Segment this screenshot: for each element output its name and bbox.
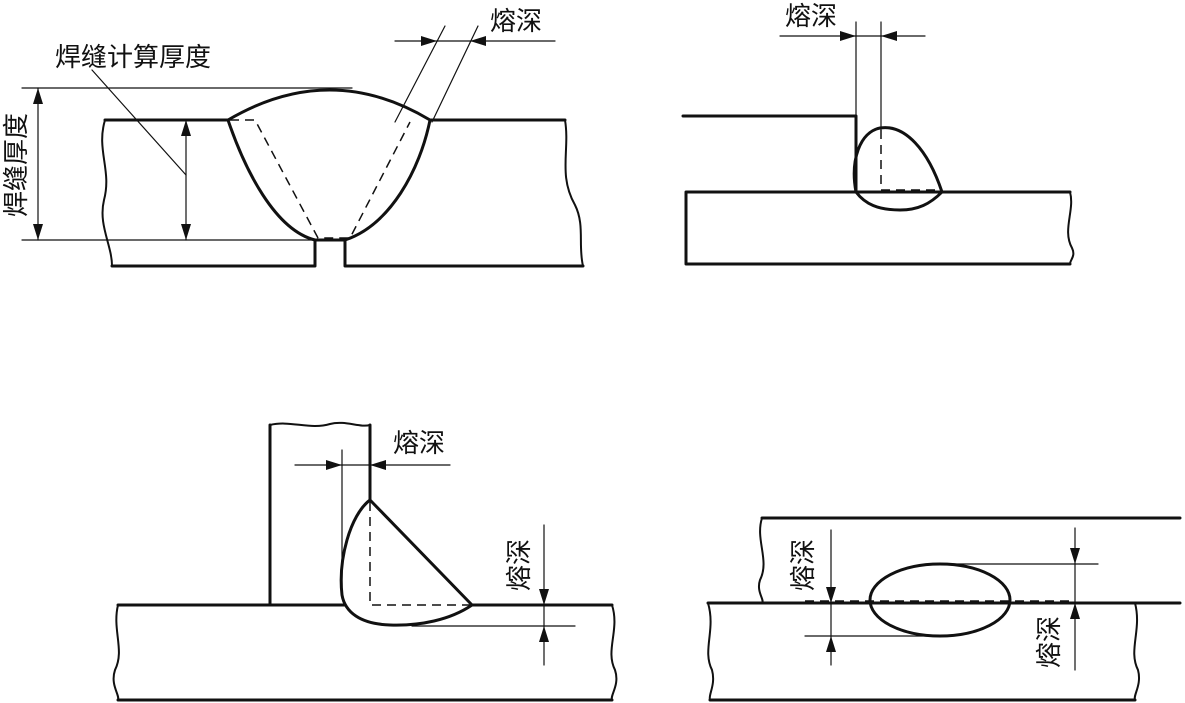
lap-pen-arrow-a [840, 31, 856, 41]
t-pen-arrow-d [539, 626, 549, 642]
left-plate-break [101, 119, 113, 267]
penetration-label-5: 熔深 [789, 539, 819, 591]
plug-pen-arrow-d [1070, 603, 1080, 619]
calc-thickness-label: 焊缝计算厚度 [55, 43, 211, 73]
weld-thickness-label: 焊缝厚度 [2, 113, 32, 217]
groove-line [230, 119, 411, 239]
plug-pen-arrow-c [1070, 548, 1080, 564]
lap-groove-line [880, 130, 940, 191]
fillet-weld-bead [339, 498, 474, 627]
lower-plate-break-left [707, 602, 715, 701]
plug-pen-arrow-a [826, 587, 836, 603]
penetration-line-b [431, 25, 479, 123]
panel-lap-weld: 熔深 [681, 2, 1075, 266]
penetration-label-6: 熔深 [1035, 616, 1065, 668]
calc-thickness-leader [91, 69, 187, 176]
upper-plate-break [758, 517, 765, 604]
penetration-arrow-a [421, 36, 437, 46]
plug-pen-arrow-b [826, 636, 836, 652]
right-plate-break [564, 119, 584, 267]
penetration-arrow-b [470, 36, 486, 46]
t-pen-arrow-a [326, 460, 342, 470]
t-pen-arrow-c [539, 589, 549, 605]
flange-break-right [610, 604, 618, 701]
lap-pen-arrow-b [881, 31, 897, 41]
penetration-label-1: 熔深 [490, 7, 542, 37]
calc-thickness-arrow-bottom [181, 224, 191, 240]
web-plate-break [269, 421, 371, 427]
fillet-groove-line [369, 502, 470, 606]
panel-butt-weld: 焊缝计算厚度 焊缝厚度 熔深 [2, 7, 585, 268]
weld-bead [226, 88, 432, 242]
lap-weld-bead [852, 126, 944, 212]
plug-weld-nugget [868, 562, 1012, 638]
weld-thickness-arrow-top [33, 88, 43, 104]
penetration-line-a [394, 25, 446, 123]
penetration-label-4: 熔深 [505, 539, 535, 591]
panel-t-joint: 熔深 熔深 [112, 421, 618, 702]
t-pen-arrow-b [370, 460, 386, 470]
bottom-plate-outline [684, 190, 1072, 266]
weld-thickness-arrow-bottom [33, 224, 43, 240]
top-plate-outline [681, 114, 858, 194]
flange-break-left [112, 604, 120, 701]
calc-thickness-arrow-top [181, 120, 191, 136]
penetration-label-3: 熔深 [393, 429, 445, 459]
upper-plate-outline [760, 516, 1182, 605]
left-plate-outline [103, 118, 317, 268]
web-plate-outline [268, 423, 372, 607]
bottom-plate-break [1067, 191, 1075, 265]
panel-plug-weld: 熔深 熔深 [706, 516, 1182, 702]
lower-plate-outline [706, 601, 1137, 702]
lower-plate-break-right [1133, 602, 1140, 701]
flange-plate-outline [116, 603, 614, 702]
penetration-label-2: 熔深 [785, 2, 837, 32]
right-plate-outline [343, 118, 585, 268]
